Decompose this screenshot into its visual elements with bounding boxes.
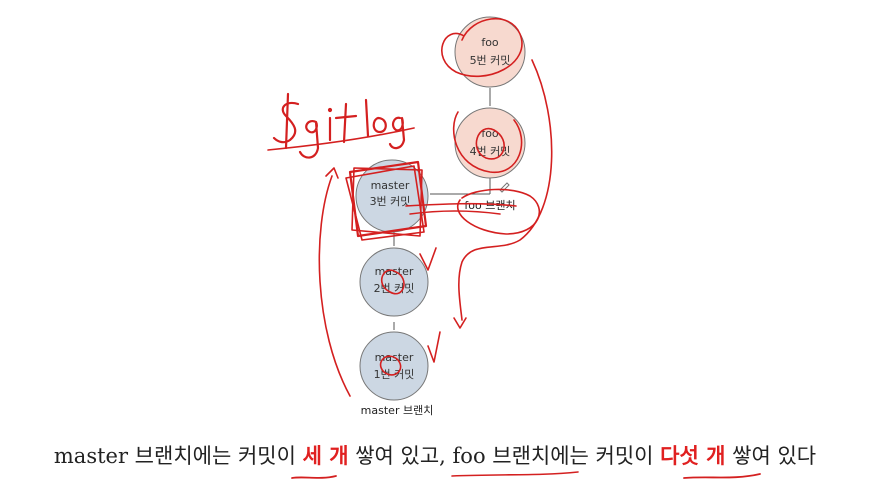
commit-label: 5번 커밋 — [470, 54, 511, 67]
commit-circle — [454, 16, 526, 88]
commit-label: 3번 커밋 — [370, 195, 411, 208]
commit-circle — [359, 247, 429, 317]
handwritten-annotations — [267, 18, 553, 397]
caption-highlight-three: 세 개 — [302, 443, 349, 468]
commit-circle — [359, 331, 429, 401]
caption-part-1: master 브랜치에는 커밋이 — [53, 444, 303, 468]
commit-branch-label: master — [371, 179, 410, 192]
underline-foo-branch — [451, 471, 579, 477]
underline-three — [291, 475, 337, 479]
caption-part-2: 쌓여 있고, foo 브랜치에는 커밋이 — [348, 444, 661, 468]
underline-five — [683, 473, 761, 479]
commit-node-5: foo 5번 커밋 — [454, 16, 526, 88]
master-branch-label: master 브랜치 — [361, 404, 434, 417]
caption-sentence: master 브랜치에는 커밋이 세 개 쌓여 있고, foo 브랜치에는 커밋… — [0, 440, 870, 472]
caption-highlight-five: 다섯 개 — [660, 443, 726, 468]
pencil-icon — [499, 182, 510, 193]
commit-branch-label: foo — [481, 36, 499, 49]
git-log-handwriting — [267, 92, 415, 159]
caption-part-3: 쌓여 있다 — [725, 444, 817, 468]
foo-branch-label: foo 브랜치 — [464, 199, 515, 212]
commit-node-2: master 2번 커밋 — [359, 247, 429, 317]
